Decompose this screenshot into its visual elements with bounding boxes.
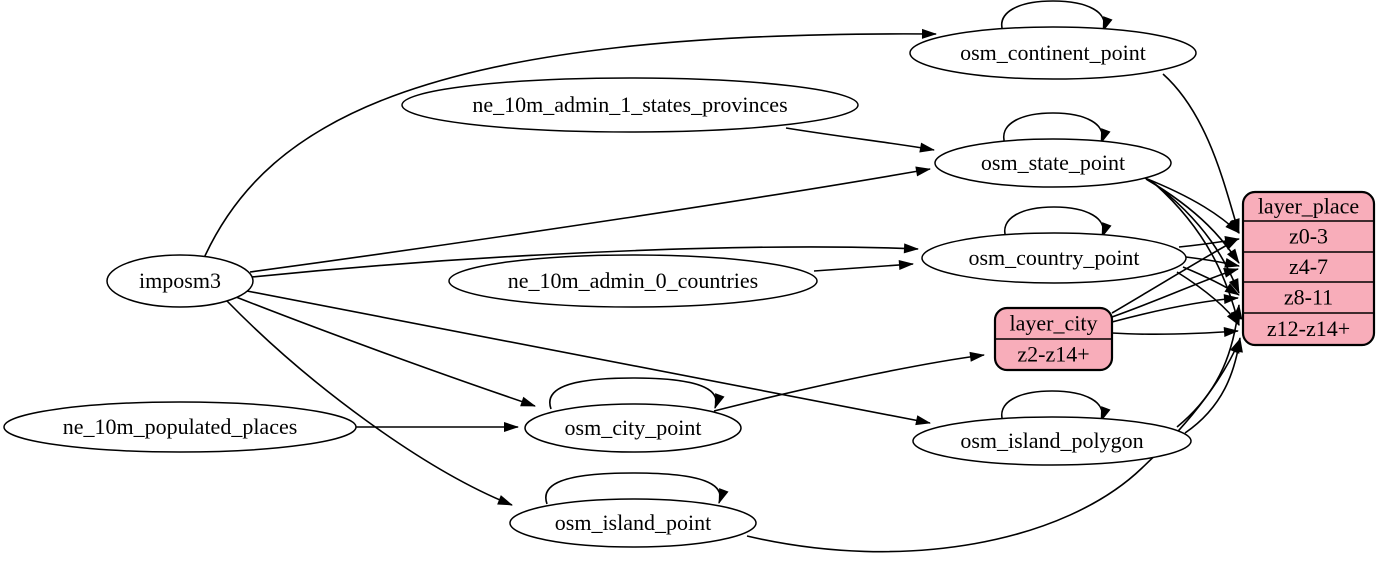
node-label-ne_10m_admin_0_countries: ne_10m_admin_0_countries	[508, 268, 759, 293]
node-ellipse-osm_island_point	[509, 498, 757, 548]
edge-imposm3-to-osm_city_point	[235, 296, 536, 407]
node-ne_10m_admin_0_countries: ne_10m_admin_0_countries	[448, 254, 818, 308]
node-ne_10m_populated_places: ne_10m_populated_places	[3, 401, 357, 453]
record-row-label-layer_place-0: layer_place	[1258, 194, 1359, 219]
edge-osm_country_point-to-layer_place_z4-7	[1185, 256, 1240, 268]
record-box-layer_place	[1241, 190, 1376, 347]
record-row-label-layer_place-2: z4-7	[1289, 254, 1328, 279]
record-row-label-layer_place-4: z12-z14+	[1267, 316, 1350, 341]
node-ellipse-osm_country_point	[921, 232, 1187, 284]
node-ellipse-ne_10m_admin_0_countries	[448, 254, 818, 308]
node-ellipse-osm_island_polygon	[912, 416, 1192, 466]
node-ellipse-osm_city_point	[524, 403, 742, 453]
edge-ne_10m_admin_1_states_provinces-to-osm_state_point	[785, 127, 935, 153]
record-layer_city: layer_city z2-z14+	[993, 306, 1114, 372]
node-osm_island_polygon: osm_island_polygon	[912, 390, 1192, 466]
node-osm_country_point: osm_country_point	[921, 206, 1187, 284]
edge-layer_city-to-layer_place_z4-7	[1111, 268, 1239, 318]
edge-osm_country_point-to-layer_place_z8-11	[1182, 266, 1240, 296]
node-label-osm_state_point: osm_state_point	[981, 150, 1125, 175]
record-row-label-layer_place-3: z8-11	[1284, 285, 1333, 310]
edge-osm_island_polygon-self-loop	[1000, 390, 1111, 423]
node-ellipse-imposm3	[106, 254, 254, 308]
edge-osm_city_point-to-layer_city	[713, 351, 985, 412]
edge-imposm3-to-osm_continent_point	[203, 28, 937, 259]
node-label-ne_10m_populated_places: ne_10m_populated_places	[63, 414, 298, 439]
edge-osm_continent_point-self-loop	[1000, 0, 1113, 33]
node-label-osm_island_polygon: osm_island_polygon	[960, 428, 1143, 453]
record-row-label-layer_place-1: z0-3	[1289, 224, 1328, 249]
node-label-osm_city_point: osm_city_point	[565, 415, 702, 440]
node-label-ne_10m_admin_1_states_provinces: ne_10m_admin_1_states_provinces	[472, 92, 787, 117]
edge-osm_state_point-to-layer_place_z0-3	[1139, 175, 1240, 234]
edge-osm_island_polygon-to-layer_place_z12-z14+	[1184, 337, 1243, 434]
node-label-osm_continent_point: osm_continent_point	[960, 40, 1146, 65]
record-row-label-layer_city-1: z2-z14+	[1017, 342, 1089, 367]
record-layer_place: layer_place z0-3 z4-7 z8-11 z12-z14+	[1241, 190, 1376, 347]
edge-osm_continent_point-to-layer_place_z0-3	[1162, 73, 1240, 234]
edge-layer_city-to-layer_place_z8-11	[1111, 294, 1239, 323]
node-label-imposm3: imposm3	[139, 268, 221, 293]
edge-imposm3-to-osm_island_polygon	[246, 290, 931, 426]
edge-osm_island_point-to-layer_place_z12-z14+	[746, 338, 1241, 553]
edge-ne_10m_admin_0_countries-to-osm_country_point	[813, 259, 914, 272]
edge-osm_state_point-to-layer_place_z8-11	[1150, 180, 1240, 294]
edge-imposm3-to-osm_state_point	[249, 166, 931, 273]
edge-osm_country_point-to-layer_place_z0-3	[1178, 236, 1240, 248]
node-osm_state_point: osm_state_point	[934, 112, 1172, 188]
edge-osm_island_polygon-to-layer_place_z8-11	[1176, 304, 1243, 428]
node-osm_city_point: osm_city_point	[524, 377, 742, 453]
node-ne_10m_admin_1_states_provinces: ne_10m_admin_1_states_provinces	[401, 77, 859, 133]
node-label-osm_country_point: osm_country_point	[968, 245, 1139, 270]
node-ellipse-osm_continent_point	[909, 26, 1197, 80]
node-ellipse-ne_10m_admin_1_states_provinces	[401, 77, 859, 133]
node-osm_island_point: osm_island_point	[509, 472, 757, 548]
edge-layer_city-to-layer_place_z12-z14+	[1111, 327, 1239, 337]
node-ellipse-osm_state_point	[934, 138, 1172, 188]
edge-osm_city_point-self-loop	[549, 377, 725, 410]
node-imposm3: imposm3	[106, 254, 254, 308]
record-row-label-layer_city-0: layer_city	[1010, 311, 1098, 336]
edge-osm_state_point-self-loop	[1002, 112, 1111, 145]
edge-imposm3-to-osm_island_point	[226, 300, 513, 506]
edge-osm_island_point-self-loop	[545, 472, 729, 505]
node-osm_continent_point: osm_continent_point	[909, 0, 1197, 80]
edge-osm_country_point-self-loop	[1003, 206, 1112, 239]
node-ellipse-ne_10m_populated_places	[3, 401, 357, 453]
edge-imposm3-to-osm_country_point	[251, 243, 919, 278]
node-label-osm_island_point: osm_island_point	[555, 510, 711, 535]
